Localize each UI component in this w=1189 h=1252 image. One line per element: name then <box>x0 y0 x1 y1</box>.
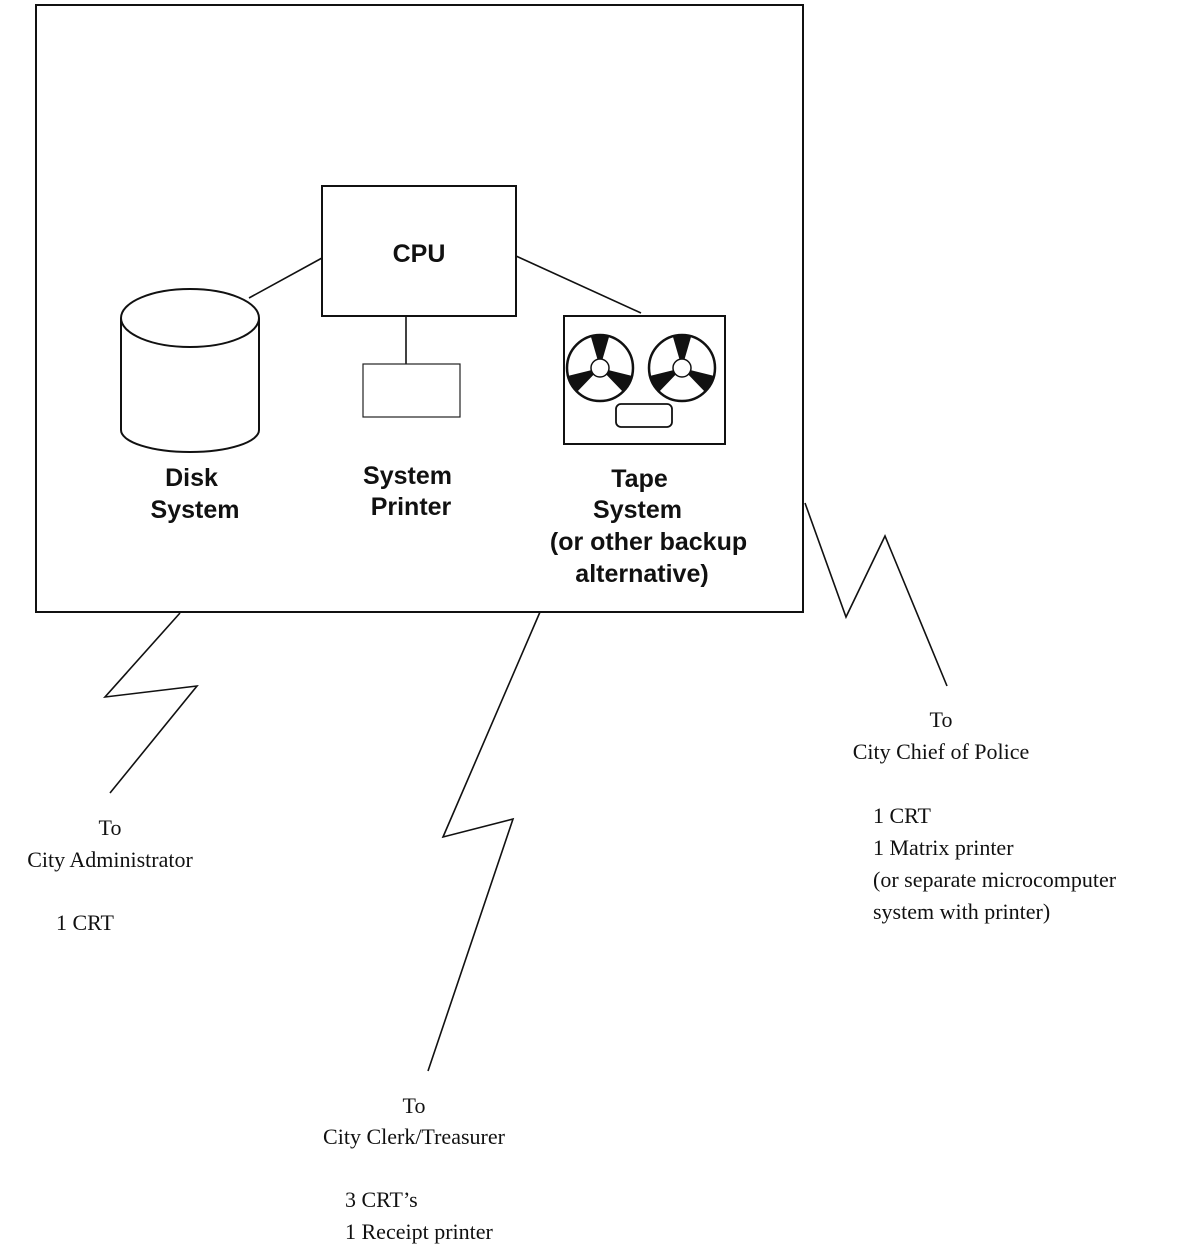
tape-label-line-2: System <box>593 496 682 524</box>
police-name: City Chief of Police <box>853 739 1030 764</box>
remote-police: To City Chief of Police 1 CRT 1 Matrix p… <box>853 707 1122 924</box>
left-reel-icon <box>565 333 635 403</box>
remote-administrator: To City Administrator 1 CRT <box>27 815 193 935</box>
clerk-equipment-line-1: 3 CRT’s <box>345 1187 418 1212</box>
police-equipment-line-4: system with printer) <box>873 899 1050 924</box>
police-to: To <box>930 707 953 732</box>
clerk-equipment: 3 CRT’s 1 Receipt printer <box>345 1187 494 1244</box>
system-printer: System Printer <box>362 363 461 521</box>
tape-system: Tape System (or other backup alternative… <box>550 315 754 588</box>
clerk-equipment-line-2: 1 Receipt printer <box>345 1219 494 1244</box>
cpu-box <box>321 185 517 317</box>
clerk-to: To <box>403 1093 426 1118</box>
cpu-tape-connector <box>515 255 642 314</box>
tape-label: Tape System (or other backup alternative… <box>550 465 754 588</box>
cpu-label: CPU <box>393 240 446 268</box>
police-equipment-line-3: (or separate microcomputer <box>873 867 1117 892</box>
administrator-to: To <box>99 815 122 840</box>
disk-label-line-2: System <box>151 496 240 524</box>
disk-label-line-1: Disk <box>165 464 218 492</box>
cpu-unit: CPU <box>321 185 517 317</box>
clerk-name: City Clerk/Treasurer <box>323 1124 506 1149</box>
printer-label: System Printer <box>363 462 459 521</box>
police-equipment: 1 CRT 1 Matrix printer (or separate micr… <box>873 803 1122 924</box>
disk-system: Disk System <box>120 288 260 524</box>
police-equipment-line-2: 1 Matrix printer <box>873 835 1014 860</box>
printer-box <box>362 363 461 418</box>
disk-cylinder-body <box>120 318 260 453</box>
tape-label-line-4: alternative) <box>575 560 708 588</box>
tape-label-line-3: (or other backup <box>550 528 747 556</box>
administrator-name: City Administrator <box>27 847 193 872</box>
tape-head-icon <box>615 403 673 428</box>
link-to-administrator <box>102 612 199 794</box>
cpu-disk-connector <box>248 257 323 299</box>
printer-label-line-2: Printer <box>371 493 452 521</box>
link-to-clerk <box>427 611 541 1072</box>
right-reel-icon <box>647 333 717 403</box>
printer-label-line-1: System <box>363 462 452 490</box>
tape-label-line-1: Tape <box>611 465 668 493</box>
link-to-police <box>804 502 948 687</box>
administrator-equipment: 1 CRT <box>56 910 115 935</box>
disk-label: Disk System <box>151 464 240 524</box>
remote-clerk: To City Clerk/Treasurer 3 CRT’s 1 Receip… <box>323 1093 506 1244</box>
police-equipment-line-1: 1 CRT <box>873 803 932 828</box>
disk-cylinder-top <box>120 288 260 348</box>
